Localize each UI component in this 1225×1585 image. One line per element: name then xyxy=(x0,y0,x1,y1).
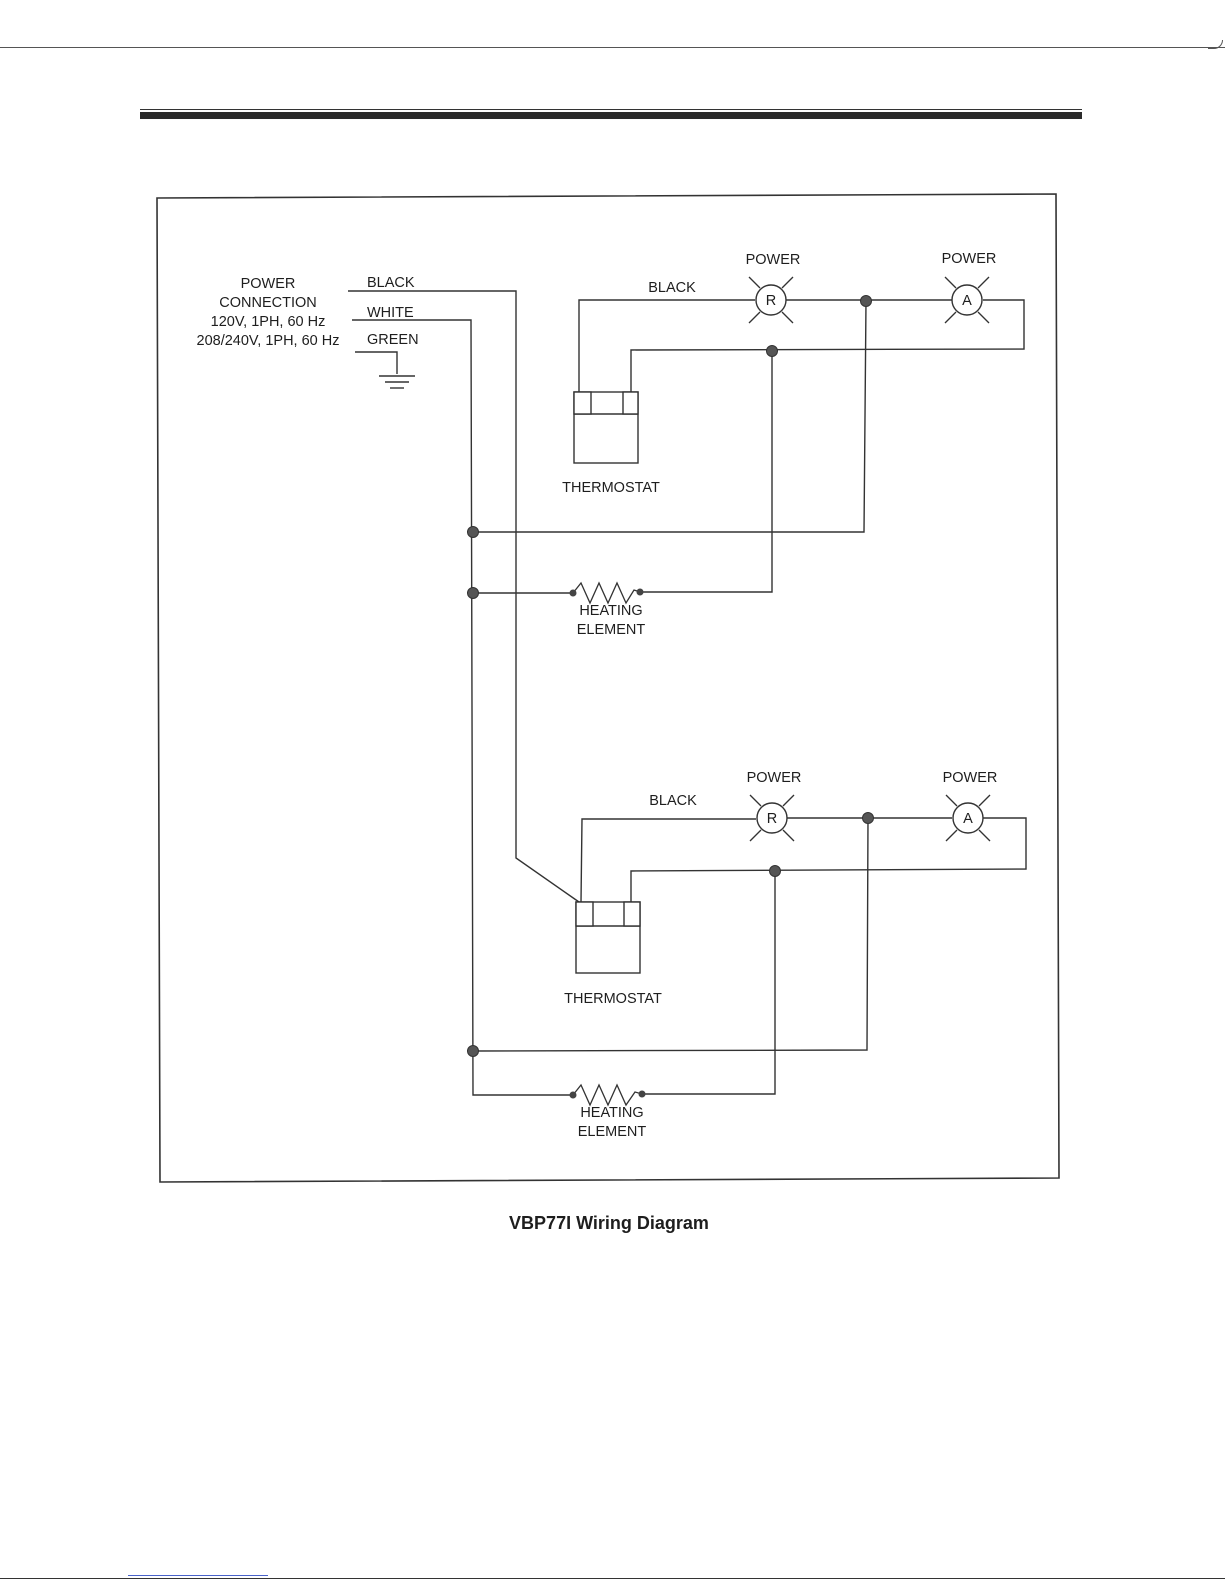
wire-label-green: GREEN xyxy=(367,332,419,348)
ground-icon xyxy=(355,352,415,388)
lower-lamp-r-letter: R xyxy=(767,811,777,827)
white-neutral-wire xyxy=(352,320,573,1095)
wire-label-black: BLACK xyxy=(367,275,415,291)
lower-black-wire-label: BLACK xyxy=(649,793,697,809)
power-connection-line4: 208/240V, 1PH, 60 Hz xyxy=(197,333,340,349)
lower-heating-label-line1: HEATING xyxy=(580,1105,643,1121)
wire-label-white: WHITE xyxy=(367,305,414,321)
upper-junction-dots xyxy=(468,296,872,599)
upper-heating-label-line2: ELEMENT xyxy=(577,622,646,638)
power-connection: POWER CONNECTION 120V, 1PH, 60 Hz 208/24… xyxy=(197,275,419,349)
diagram-caption: VBP77I Wiring Diagram xyxy=(509,1213,709,1233)
upper-black-wire-label: BLACK xyxy=(648,280,696,296)
power-connection-line1: POWER xyxy=(241,276,296,292)
upper-lamp-r-label: POWER xyxy=(746,252,801,268)
upper-power-lamp-r: R xyxy=(749,277,793,323)
upper-heating-label-line1: HEATING xyxy=(579,603,642,619)
bottom-page-rule xyxy=(0,1578,1225,1579)
lower-junction-dots xyxy=(468,813,874,1057)
upper-heating-element xyxy=(570,583,644,603)
lower-circuit-wires xyxy=(473,818,1026,1094)
lower-power-lamp-r: R xyxy=(750,795,794,841)
upper-lamp-a-label: POWER xyxy=(942,251,997,267)
lower-heating-element xyxy=(570,1085,646,1105)
upper-power-lamp-a: A xyxy=(945,277,989,323)
lower-power-lamp-a: A xyxy=(946,795,990,841)
lower-heating-label-line2: ELEMENT xyxy=(578,1124,647,1140)
upper-thermostat-label: THERMOSTAT xyxy=(562,480,660,496)
lower-lamp-a-letter: A xyxy=(963,811,973,827)
lower-lamp-a-label: POWER xyxy=(943,770,998,786)
power-connection-line2: CONNECTION xyxy=(219,295,316,311)
black-supply-wire xyxy=(348,291,579,902)
lower-thermostat-label: THERMOSTAT xyxy=(564,991,662,1007)
upper-thermostat xyxy=(574,392,638,463)
power-connection-line3: 120V, 1PH, 60 Hz xyxy=(211,314,326,330)
upper-lamp-r-letter: R xyxy=(766,293,776,309)
lower-lamp-r-label: POWER xyxy=(747,770,802,786)
upper-circuit-wires xyxy=(473,300,1024,593)
upper-lamp-a-letter: A xyxy=(962,293,972,309)
lower-thermostat xyxy=(576,902,640,973)
bottom-link-underline xyxy=(128,1575,268,1576)
